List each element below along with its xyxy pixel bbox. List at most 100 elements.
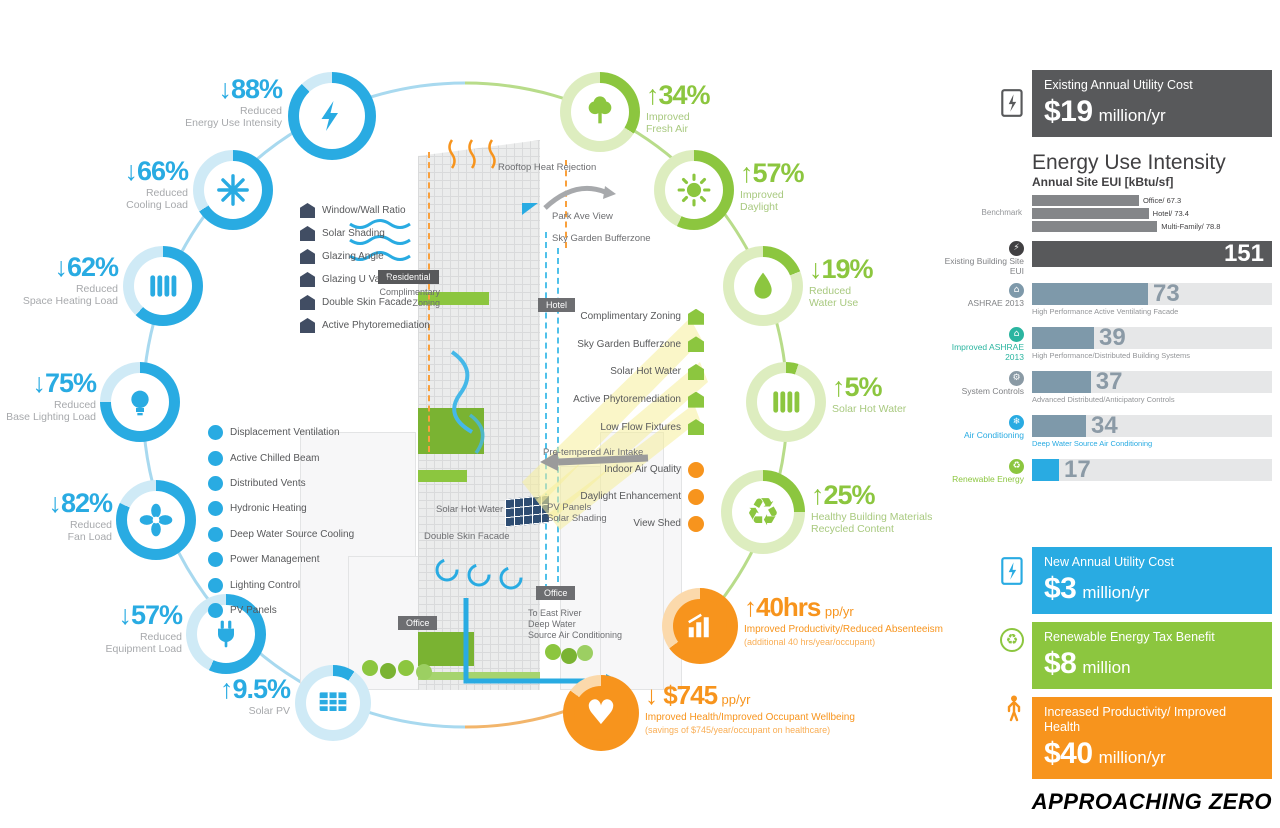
circle-icon xyxy=(208,526,223,542)
badge-label: Solar Hot Water xyxy=(832,403,907,415)
badge-value: ↓19% xyxy=(809,254,874,284)
green-feature-list: Complimentary Zoning Sky Garden Bufferzo… xyxy=(528,303,704,441)
box-title: Renewable Energy Tax Benefit xyxy=(1044,630,1215,644)
badge-icon-wrap xyxy=(734,257,792,315)
list-item: Double Skin Facade xyxy=(300,291,430,314)
badge-label: Improved Productivity/Reduced Absenteeis… xyxy=(744,624,943,635)
box-unit: million/yr xyxy=(1098,748,1166,767)
badge-sublabel: (additional 40 hrs/year/occupant) xyxy=(744,636,876,647)
leaf-circle-icon: ♻ xyxy=(1009,459,1024,474)
list-item-label: Indoor Air Quality xyxy=(604,464,681,475)
badge-value: ↑40hrs xyxy=(744,592,821,622)
list-item: Daylight Enhancement xyxy=(528,483,704,510)
bar-track: 37 xyxy=(1032,370,1272,394)
bar-value: 39 xyxy=(1098,324,1126,351)
list-item: Solar Shading xyxy=(300,222,430,245)
gear-circle-icon: ⚙ xyxy=(1009,371,1024,386)
eui-row-renewable-energy: ♻Renewable Energy 17 xyxy=(952,458,1272,484)
badge-value: ↑57% xyxy=(740,158,805,188)
badge-icon-wrap xyxy=(757,373,815,431)
row-label-wrap: ⌂Improved ASHRAE 2013 xyxy=(938,327,1024,363)
list-item-label: Active Chilled Beam xyxy=(230,452,320,464)
person-icon xyxy=(1007,695,1021,722)
badge-icon-wrap xyxy=(134,257,192,315)
row-label-wrap: ⚙System Controls xyxy=(938,371,1024,397)
snowflake-icon xyxy=(217,174,249,206)
row-label-wrap: ♻Renewable Energy xyxy=(938,459,1024,485)
orange-circle-icon xyxy=(688,461,704,478)
eco-leaf-icon: ♻ xyxy=(1000,628,1024,652)
box-value: $3 xyxy=(1044,572,1077,605)
chart-subtitle: Annual Site EUI [kBtu/sf] xyxy=(1032,175,1174,189)
badge-value-line: ↓ $745 pp/yr xyxy=(645,682,863,709)
badge-value-line: ↑40hrs pp/yr xyxy=(744,594,966,621)
row-label-wrap: ⚡Existing Building Site EUI xyxy=(938,241,1024,277)
bar-label: Office/ 67.3 xyxy=(1142,196,1182,205)
solar-hot-water-icon xyxy=(773,391,800,413)
badge-caption: ↑34% Improved Fresh Air xyxy=(646,82,766,136)
badge-label: Improved Daylight xyxy=(740,189,784,214)
list-item: Displacement Ventilation xyxy=(208,420,354,445)
eui-row-ashrae: ⌂ASHRAE 2013 73 High Performance Active … xyxy=(968,280,1272,317)
badge-label: Improved Health/Improved Occupant Wellbe… xyxy=(645,712,855,723)
badge-icon-wrap xyxy=(306,676,360,730)
list-item-label: View Shed xyxy=(633,518,681,529)
house-icon xyxy=(300,203,315,218)
list-item: Hydronic Heating xyxy=(208,496,354,521)
row-label: ASHRAE 2013 xyxy=(967,298,1024,308)
benchmark-row: Office/ 67.3 xyxy=(1032,194,1272,207)
bar-value: 34 xyxy=(1091,412,1118,439)
label-solar-hot-water: Solar Hot Water xyxy=(436,504,504,515)
badge-label: Reduced Fan Load xyxy=(67,519,112,544)
label-park-ave-view: Park Ave View xyxy=(552,211,613,222)
productivity-box: Increased Productivity/ Improved Health … xyxy=(1032,697,1272,779)
badge-label: Reduced Base Lighting Load xyxy=(6,399,96,424)
row-label: Existing Building Site EUI xyxy=(944,256,1024,276)
badge-label: Solar PV xyxy=(248,705,290,717)
circle-icon xyxy=(208,577,223,593)
badge-value: ↓57% xyxy=(118,600,183,630)
bar xyxy=(1032,195,1139,206)
list-item-label: Glazing Angle xyxy=(322,251,384,262)
badge-label: Healthy Building Materials Recycled Cont… xyxy=(811,511,933,536)
radiator-icon xyxy=(150,275,177,297)
list-item: Power Management xyxy=(208,547,354,572)
badge-icon-wrap: ♻ xyxy=(732,481,794,543)
row-label: Renewable Energy xyxy=(952,474,1024,484)
tree-icon xyxy=(588,96,612,124)
water-drop-icon xyxy=(754,272,772,299)
badge-solar-pv xyxy=(295,665,371,741)
green-terrace xyxy=(418,470,467,482)
list-item: Glazing U Value xyxy=(300,268,430,291)
list-item-label: Complimentary Zoning xyxy=(580,311,681,323)
footer-title: APPROACHING ZERO xyxy=(1031,789,1272,814)
fan-icon xyxy=(139,503,173,537)
bar xyxy=(1032,459,1060,481)
zone-tag-residential: Residential xyxy=(378,270,439,284)
benchmark-row: Multi-Family/ 78.8 xyxy=(1032,220,1272,233)
utility-bill-icon xyxy=(1001,557,1023,585)
bar-value: 151 xyxy=(1223,240,1264,267)
bar-value: 73 xyxy=(1153,280,1180,307)
box-title: New Annual Utility Cost xyxy=(1044,555,1174,569)
badge-caption: ↑25% Healthy Building Materials Recycled… xyxy=(811,482,961,536)
label-rooftop-heat-rejection: Rooftop Heat Rejection xyxy=(498,162,597,173)
bar-track: 151 xyxy=(1032,241,1272,267)
badge-value: ↑5% xyxy=(832,372,883,402)
list-item: Lighting Control xyxy=(208,572,354,597)
list-item-label: Power Management xyxy=(230,554,320,566)
badge-fresh-air xyxy=(560,72,640,152)
list-item: Solar Hot Water xyxy=(528,358,704,386)
row-label: Air Conditioning xyxy=(963,430,1024,440)
house-icon xyxy=(300,249,315,264)
list-item: Low Flow Fixtures xyxy=(528,413,704,441)
badge-value: ↑9.5% xyxy=(219,674,291,704)
circle-icon xyxy=(208,425,223,441)
green-house-icon xyxy=(688,308,704,325)
circle-icon xyxy=(208,602,223,618)
utility-bill-icon xyxy=(1001,89,1023,117)
badge-solar-hot-water xyxy=(746,362,826,442)
